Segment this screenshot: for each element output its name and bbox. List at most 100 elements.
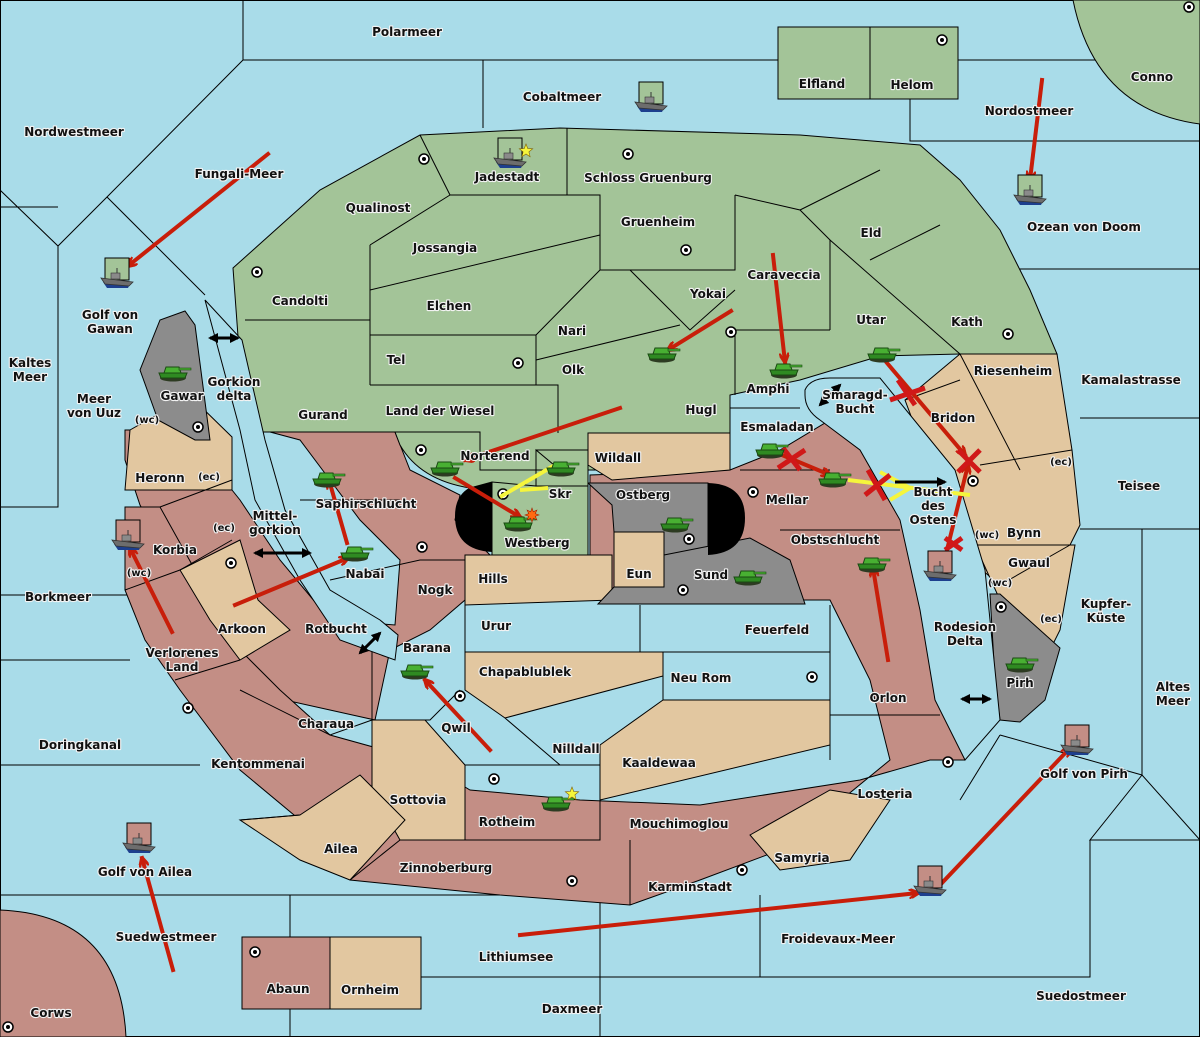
territory-label-qwil: Qwil [441, 721, 471, 735]
territory-label-amphi: Amphi [746, 382, 789, 396]
territory-label-skr: Skr [549, 487, 572, 501]
territory-arkoon[interactable] [179, 539, 291, 661]
supply-center-icon [2, 1021, 14, 1033]
supply-center-icon [225, 557, 237, 569]
order-move-arrow [452, 475, 520, 520]
supply-center-icon [680, 244, 692, 256]
territory-label-cobaltmeer: Cobaltmeer [523, 90, 601, 104]
supply-center-icon [251, 266, 263, 278]
territory-label-barana: Barana [403, 641, 451, 655]
territory-label-urur: Urur [481, 619, 511, 633]
territory-label-korbia: Korbia [153, 543, 197, 557]
territory-label-gawar: Gawar [160, 389, 203, 403]
fleet-unit-icon[interactable] [1013, 174, 1047, 206]
territory-label-ailea: Ailea [324, 842, 358, 856]
army-unit-icon[interactable] [503, 507, 540, 532]
territory-label-gruenheim: Gruenheim [621, 215, 695, 229]
territory-label-abaun: Abaun [266, 982, 309, 996]
territory-label-qualinost: Qualinost [346, 201, 411, 215]
territory-label-kupfer-k-ste: Kupfer-Küste [1081, 597, 1131, 625]
territory-label-gwaul: Gwaul [1008, 556, 1050, 570]
supply-center-icon [488, 773, 500, 785]
territory-label-neu-rom: Neu Rom [671, 671, 732, 685]
territory-label-polarmeer: Polarmeer [372, 25, 442, 39]
supply-center-icon [192, 421, 204, 433]
supply-center-icon [512, 357, 524, 369]
territory-label-schloss-gruenburg: Schloss Gruenburg [584, 171, 712, 185]
star-icon [564, 786, 580, 801]
failed-order-x [776, 446, 807, 472]
order-move-arrow [465, 405, 623, 460]
fleet-unit-icon[interactable] [913, 865, 947, 897]
order-move-arrow [127, 548, 175, 635]
territory-label-bridon: Bridon [931, 411, 976, 425]
impassable-east-cap [708, 483, 745, 555]
territory-label-rotbucht: Rotbucht [305, 622, 367, 636]
territory-ornheim[interactable] [329, 936, 422, 1010]
supply-center-icon [806, 671, 818, 683]
coast-marker: (ec) [1040, 614, 1062, 625]
territory-conno[interactable] [1072, 0, 1200, 125]
order-move-arrow [517, 893, 921, 938]
army-unit-icon[interactable] [541, 786, 580, 812]
territory-label-corws: Corws [30, 1006, 71, 1020]
territory-sund[interactable] [596, 537, 806, 605]
labels: PolarmeerCobaltmeerNordwestmeerFungali-M… [8, 24, 1192, 1021]
territory-label-mittel-gorkion: Mittel-gorkion [249, 509, 301, 537]
territory-label-bynn: Bynn [1007, 526, 1041, 540]
territory-label-golf-von-pirh: Golf von Pirh [1040, 767, 1128, 781]
sea-gorkion-mittelgorkion-rotbucht[interactable] [204, 299, 399, 661]
fleet-unit-icon[interactable] [1060, 724, 1094, 756]
territory-label-charaua: Charaua [298, 717, 354, 731]
supply-center-icon [249, 946, 261, 958]
supply-center-icon [683, 533, 695, 545]
supply-center-icon [936, 34, 948, 46]
failed-order-x [863, 468, 892, 502]
order-move-arrow [668, 308, 734, 353]
territory-samyria[interactable] [749, 789, 891, 871]
order-move-arrow [329, 477, 350, 546]
territory-label-utar: Utar [856, 313, 886, 327]
territory-label-sottovia: Sottovia [390, 793, 447, 807]
supply-center-icon [416, 541, 428, 553]
territory-label-caraveccia: Caraveccia [747, 268, 820, 282]
territory-label-eun: Eun [626, 567, 651, 581]
territory-label-zinnoberburg: Zinnoberburg [400, 861, 492, 875]
coast-marker: (ec) [198, 472, 220, 483]
territory-elfland[interactable] [777, 26, 871, 100]
double-arrow-icon [358, 631, 382, 655]
order-move-arrow [1030, 77, 1045, 183]
territory-label-obstschlucht: Obstschlucht [791, 533, 880, 547]
fleet-unit-icon[interactable] [122, 822, 156, 854]
fleet-unit-icon[interactable] [100, 257, 134, 289]
territory-label-mouchimoglou: Mouchimoglou [630, 817, 729, 831]
sea-smaragd-bucht-ostens[interactable] [804, 377, 1001, 761]
order-move-arrow [884, 360, 968, 455]
supply-center-icon [995, 601, 1007, 613]
supply-center-icon [942, 756, 954, 768]
fleet-unit-icon[interactable] [634, 81, 668, 113]
fleet-unit-icon[interactable] [111, 519, 145, 551]
territory-label-ornheim: Ornheim [341, 983, 399, 997]
territory-label-candolti: Candolti [272, 294, 328, 308]
fleet-unit-icon[interactable] [923, 550, 957, 582]
territory-label-suedostmeer: Suedostmeer [1036, 989, 1126, 1003]
fleet-unit-icon[interactable] [493, 137, 534, 169]
supply-center-icon [1183, 1, 1195, 13]
order-support-line [498, 463, 557, 499]
territory-label-hills: Hills [478, 572, 508, 586]
supply-center-icon [454, 690, 466, 702]
land-borders [124, 128, 1073, 905]
territory-label-feuerfeld: Feuerfeld [745, 623, 810, 637]
order-move-arrow [425, 680, 493, 753]
territory-corws[interactable] [0, 909, 127, 1037]
order-move-arrow [770, 252, 785, 365]
territory-label-nogk: Nogk [418, 583, 454, 597]
territory-eun[interactable] [613, 531, 665, 588]
